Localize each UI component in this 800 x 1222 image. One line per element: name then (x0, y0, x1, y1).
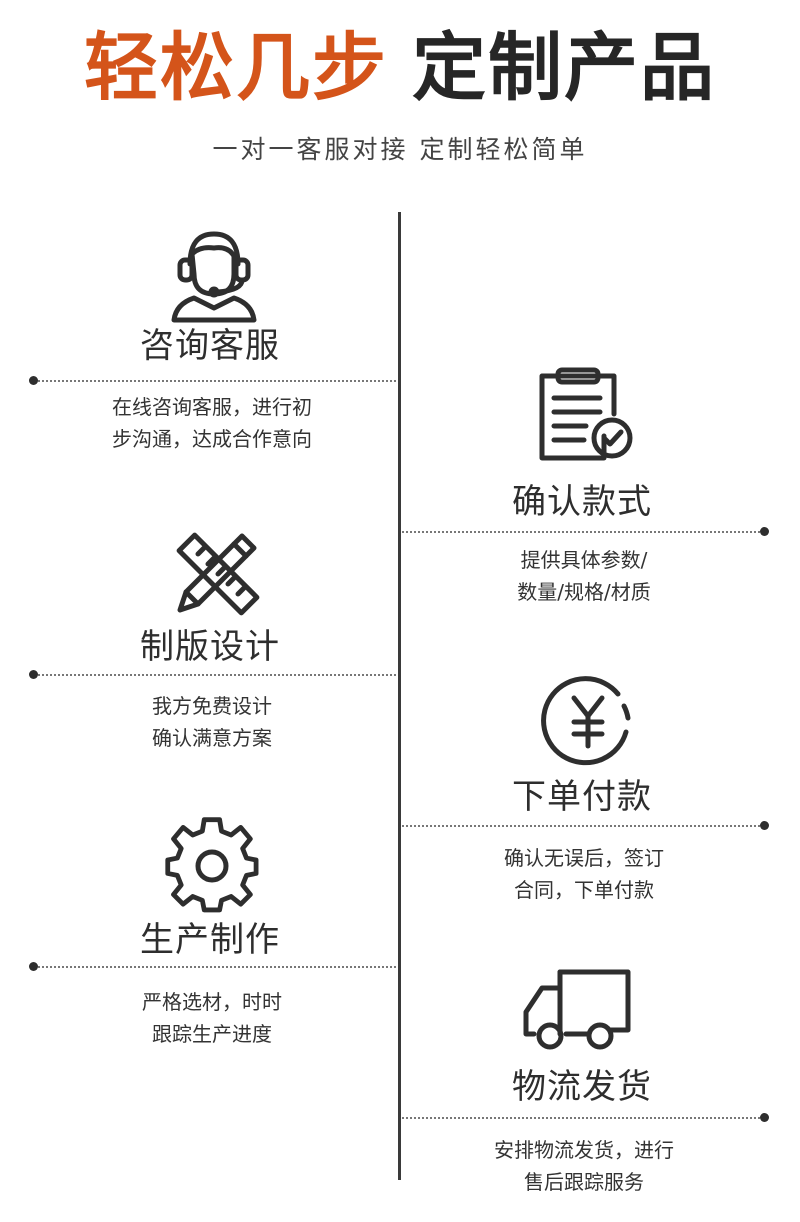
step-desc-shipping: 安排物流发货，进行 售后跟踪服务 (424, 1134, 744, 1198)
clipboard-check-icon (534, 366, 634, 466)
page-title: 轻松几步定制产品 (0, 18, 800, 118)
timeline-dot (29, 670, 38, 679)
step-title-design: 制版设计 (140, 627, 280, 667)
desc-line: 确认无误后，签订 (504, 846, 664, 870)
step-desc-confirm: 提供具体参数/ 数量/规格/材质 (424, 544, 744, 608)
desc-line: 数量/规格/材质 (517, 580, 651, 604)
timeline-dot (760, 821, 769, 830)
delivery-truck-icon (520, 958, 636, 1058)
desc-line: 步沟通，达成合作意向 (112, 427, 312, 451)
page-subtitle: 一对一客服对接 定制轻松简单 (212, 135, 588, 164)
dotted-divider (402, 1117, 760, 1119)
dotted-divider (402, 825, 760, 827)
desc-line: 跟踪生产进度 (152, 1022, 272, 1046)
desc-line: 安排物流发货，进行 (494, 1138, 674, 1162)
desc-line: 我方免费设计 (152, 694, 272, 718)
step-title-shipping: 物流发货 (512, 1067, 652, 1107)
desc-line: 提供具体参数/ (520, 548, 648, 572)
timeline-dot (29, 376, 38, 385)
dotted-divider (38, 674, 396, 676)
step-title-production: 生产制作 (140, 920, 280, 960)
step-title-consult: 咨询客服 (140, 326, 280, 366)
step-title-confirm: 确认款式 (512, 482, 652, 522)
pencil-ruler-icon (166, 522, 266, 622)
dotted-divider (402, 531, 760, 533)
customer-service-headset-icon (162, 224, 262, 324)
title-main: 定制产品 (412, 25, 716, 111)
dotted-divider (38, 380, 396, 382)
dotted-divider (38, 966, 396, 968)
desc-line: 确认满意方案 (152, 726, 272, 750)
desc-line: 在线咨询客服，进行初 (112, 395, 312, 419)
desc-line: 售后跟踪服务 (524, 1170, 644, 1194)
gear-icon (162, 816, 262, 916)
timeline-dot (760, 527, 769, 536)
step-desc-design: 我方免费设计 确认满意方案 (52, 690, 372, 754)
desc-line: 合同，下单付款 (514, 878, 654, 902)
step-desc-production: 严格选材，时时 跟踪生产进度 (52, 986, 372, 1050)
desc-line: 严格选材，时时 (142, 990, 282, 1014)
yen-coin-icon (538, 670, 638, 770)
title-highlight: 轻松几步 (84, 25, 388, 111)
step-title-payment: 下单付款 (512, 777, 652, 817)
step-desc-consult: 在线咨询客服，进行初 步沟通，达成合作意向 (52, 391, 372, 455)
timeline-dot (29, 962, 38, 971)
timeline-divider (398, 212, 401, 1180)
timeline-dot (760, 1113, 769, 1122)
step-desc-payment: 确认无误后，签订 合同，下单付款 (424, 842, 744, 906)
